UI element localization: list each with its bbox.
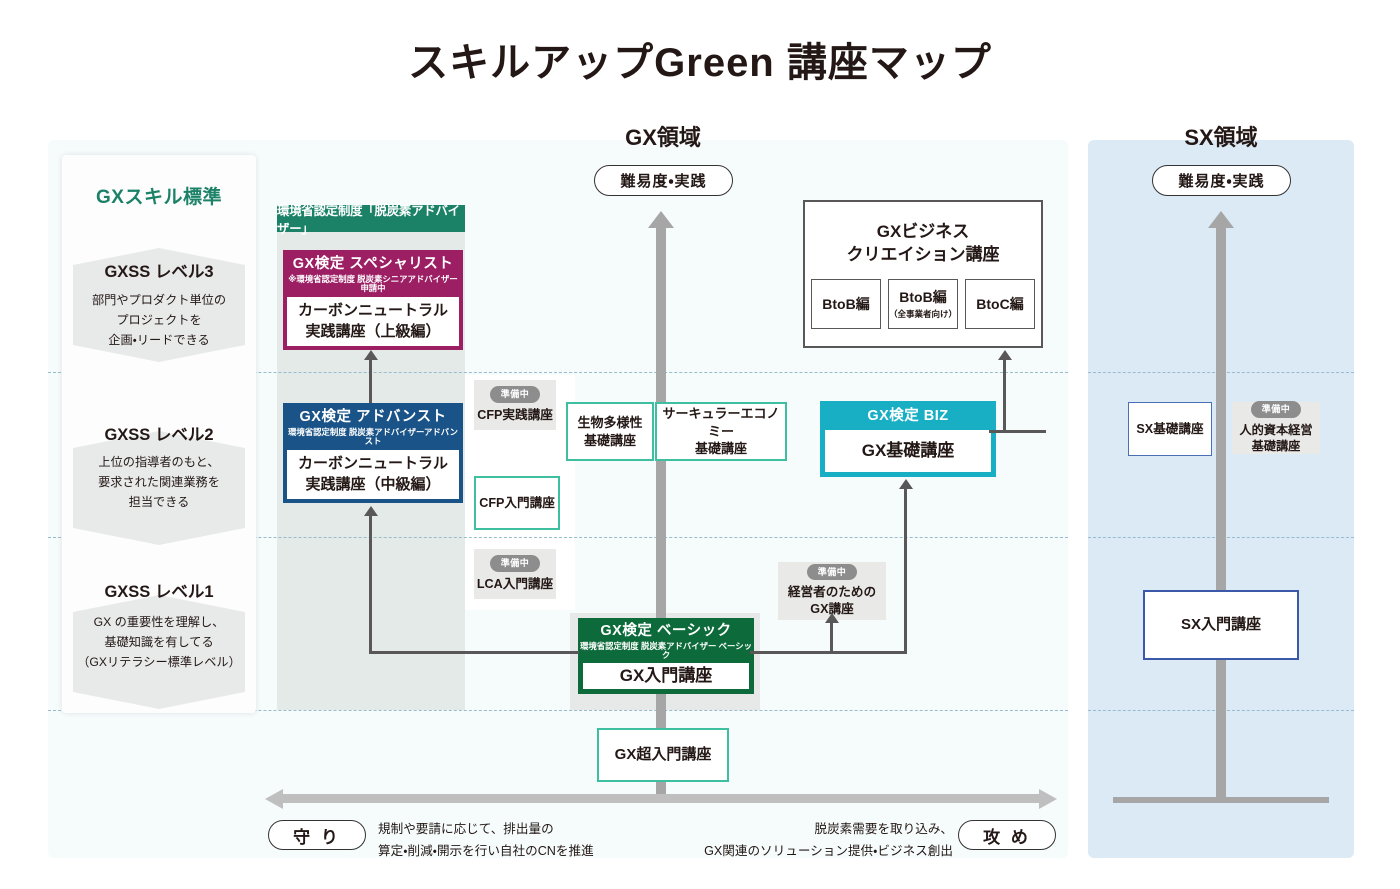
prep-badge: 準備中: [489, 386, 541, 403]
business-creation-cell-btob-all[interactable]: BtoB編 （全事業者向け）: [888, 278, 958, 329]
biz-cert-header: GX検定 BIZ: [822, 403, 994, 430]
level-3-chevron: [73, 248, 245, 362]
gx-area-heading: GX領域: [625, 125, 701, 150]
course-card-business-creation[interactable]: GXビジネス クリエイション講座 BtoB編 BtoB編 （全事業者向け） Bt…: [803, 200, 1043, 348]
business-creation-cell-btoc[interactable]: BtoC編: [965, 278, 1035, 329]
course-card-cfp-practice[interactable]: 準備中 CFP実践講座: [474, 380, 556, 430]
sx-basic-label: SX基礎講座: [1136, 421, 1204, 436]
advanced-cert-header: GX検定 アドバンスト 環境省認定制度 脱炭素アドバイザーアドバンスト: [285, 405, 461, 450]
connector-arrow-icon: [364, 350, 378, 360]
bottom-axis-left-arrow-icon: [265, 789, 283, 809]
biodiversity-label: 生物多様性 基礎講座: [577, 414, 643, 448]
bottom-axis-left-note: 規制や要請に応じて、排出量の 算定・削減・開示を行い自社のCNを推進: [378, 822, 594, 859]
course-card-sx-basic[interactable]: SX基礎講座: [1128, 402, 1212, 456]
course-card-advanced[interactable]: GX検定 アドバンスト 環境省認定制度 脱炭素アドバイザーアドバンスト カーボン…: [283, 403, 463, 503]
advanced-course-name: カーボンニュートラル 実践講座（中級編）: [287, 450, 459, 499]
gx-super-intro-label: GX超入門講座: [614, 745, 712, 763]
bottom-axis-right-arrow-icon: [1039, 789, 1057, 809]
course-card-executive-gx[interactable]: 準備中 経営者のための GX講座: [778, 562, 886, 620]
specialist-cert-note: ※環境省認定制度 脱炭素シニアアドバイザー 申請中: [288, 273, 458, 294]
level-2-chevron: [73, 431, 245, 545]
sx-intro-label: SX入門講座: [1180, 615, 1261, 633]
level-3-name: GXSS レベル3: [104, 263, 214, 281]
connector-basic-to-biz-vertical: [904, 488, 907, 653]
level-1-name: GXSS レベル1: [104, 583, 214, 601]
level-2-desc: 上位の指導者のもと、 要求された関連業務を 担当できる: [98, 455, 220, 510]
biz-course-name: GX基礎講座: [825, 429, 991, 472]
bottom-axis-right-note: 脱炭素需要を取り込み、 GX関連のソリューション提供・ビジネス創出: [704, 822, 953, 859]
gx-axis-label: 難易度・実践: [594, 165, 733, 196]
course-card-human-capital[interactable]: 準備中 人的資本経営 基礎講座: [1232, 401, 1320, 454]
prep-badge: 準備中: [806, 563, 858, 581]
course-card-specialist[interactable]: GX検定 スペシャリスト ※環境省認定制度 脱炭素シニアアドバイザー 申請中 カ…: [283, 250, 463, 350]
bottom-axis-left-cap: 守 り: [268, 820, 366, 850]
connector-arrow-icon: [825, 613, 839, 623]
course-card-biodiversity[interactable]: 生物多様性 基礎講座: [566, 402, 654, 461]
course-card-cfp-intro[interactable]: CFP入門講座: [474, 476, 560, 530]
course-card-circular-economy[interactable]: サーキュラーエコノミー 基礎講座: [655, 402, 787, 461]
connector-basic-to-biz-horizontal: [750, 651, 907, 654]
course-card-biz[interactable]: GX検定 BIZ GX基礎講座: [820, 401, 996, 477]
human-capital-label: 人的資本経営 基礎講座: [1239, 422, 1313, 454]
biz-cert-name: GX検定 BIZ: [867, 408, 949, 424]
prep-badge: 準備中: [489, 555, 541, 572]
level-divider-2-1: [48, 537, 1068, 538]
course-card-gx-super-intro[interactable]: GX超入門講座: [597, 728, 729, 782]
course-card-sx-intro[interactable]: SX入門講座: [1143, 590, 1299, 660]
executive-gx-label: 経営者のための GX講座: [787, 585, 877, 617]
connector-arrow-icon: [364, 506, 378, 516]
gx-difficulty-arrow-icon: [648, 211, 674, 797]
course-card-lca-intro[interactable]: 準備中 LCA入門講座: [474, 549, 556, 599]
basic-cert-header: GX検定 ベーシック 環境省認定制度 脱炭素アドバイザー ベーシック: [580, 620, 752, 663]
connector-basic-to-exec-vertical: [830, 621, 833, 653]
page-title: スキルアップGreen 講座マップ: [408, 41, 992, 85]
prep-badge: 準備中: [1250, 401, 1302, 418]
sx-axis-label: 難易度・実践: [1152, 165, 1291, 196]
cell-label: BtoC編: [976, 295, 1024, 312]
cfp-intro-label: CFP入門講座: [479, 495, 555, 510]
connector-biz-to-creation-vertical: [1003, 359, 1006, 433]
sx-difficulty-arrow-icon: [1208, 211, 1234, 802]
course-card-basic[interactable]: GX検定 ベーシック 環境省認定制度 脱炭素アドバイザー ベーシック GX入門講…: [578, 618, 754, 694]
bottom-axis-right-cap: 攻 め: [958, 820, 1056, 850]
circular-economy-label: サーキュラーエコノミー 基礎講座: [662, 406, 780, 457]
business-creation-cell-btob[interactable]: BtoB編: [811, 278, 881, 329]
business-creation-cells: BtoB編 BtoB編 （全事業者向け） BtoC編: [805, 278, 1041, 329]
cell-label: BtoB編: [899, 289, 947, 306]
moe-certification-label: 環境省認定制度「脱炭素アドバイザー」: [277, 203, 460, 236]
level-divider-1-0: [48, 710, 1068, 711]
level-3-desc: 部門やプロダクト単位の プロジェクトを 企画・リードできる: [91, 293, 227, 348]
connector-advanced-to-specialist: [369, 358, 372, 403]
specialist-cert-name: GX検定 スペシャリスト: [292, 256, 454, 272]
basic-course-name: GX入門講座: [583, 663, 749, 689]
moe-certification-ribbon: 環境省認定制度「脱炭素アドバイザー」: [277, 204, 465, 236]
bottom-axis-bar: [281, 794, 1041, 803]
specialist-course-name: カーボンニュートラル 実践講座（上級編）: [287, 297, 459, 346]
level-divider-3-2: [48, 372, 1068, 373]
cell-sublabel: （全事業者向け）: [889, 309, 958, 320]
basic-cert-name: GX検定 ベーシック: [600, 623, 732, 639]
level-1-desc: GX の重要性を理解し、 基礎知識を有してる （GXリテラシー標準レベル）: [77, 615, 241, 670]
sx-axis-base: [1113, 797, 1329, 803]
basic-cert-note: 環境省認定制度 脱炭素アドバイザー ベーシック: [580, 640, 752, 661]
level-2-name: GXSS レベル2: [104, 426, 214, 444]
cell-label: BtoB編: [822, 295, 870, 312]
advanced-cert-name: GX検定 アドバンスト: [299, 409, 447, 425]
connector-biz-to-creation-horizontal: [989, 430, 1046, 433]
connector-basic-to-advanced-horizontal: [369, 651, 579, 654]
gx-skill-standard-title: GXスキル標準: [96, 187, 222, 208]
business-creation-title: GXビジネス クリエイション講座: [846, 222, 1000, 265]
cfp-practice-label: CFP実践講座: [477, 407, 553, 422]
level-1-chevron: [73, 595, 245, 709]
lca-intro-label: LCA入門講座: [476, 576, 554, 591]
specialist-cert-header: GX検定 スペシャリスト ※環境省認定制度 脱炭素シニアアドバイザー 申請中: [285, 252, 461, 297]
connector-arrow-icon: [998, 350, 1012, 360]
connector-arrow-icon: [899, 479, 913, 489]
sx-area-heading: SX領域: [1184, 125, 1258, 150]
advanced-cert-note: 環境省認定制度 脱炭素アドバイザーアドバンスト: [288, 426, 458, 447]
connector-basic-to-advanced-vertical: [369, 514, 372, 654]
